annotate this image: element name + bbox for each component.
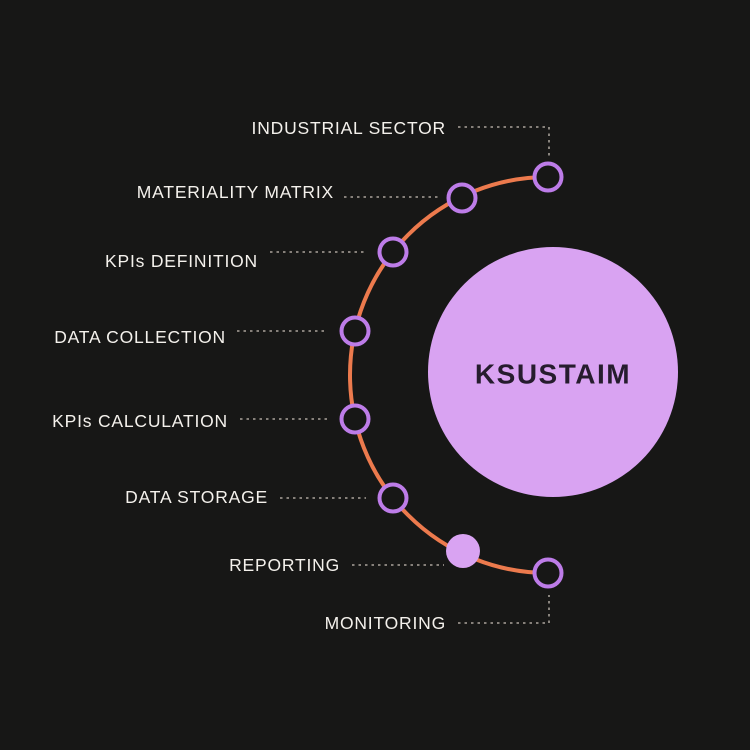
connector-monitoring [458,595,550,624]
label-materiality-matrix: MATERIALITY MATRIX [137,182,334,202]
label-data-collection: DATA COLLECTION [54,327,226,347]
label-monitoring: MONITORING [325,613,446,633]
connector-industrial-sector [458,126,550,158]
hub-title: KSUSTAIM [475,359,631,390]
node-kpis-definition [377,236,409,268]
node-kpis-calculation [339,403,371,435]
node-reporting-active [446,534,480,568]
node-data-collection [339,315,371,347]
label-kpis-calculation: KPIs CALCULATION [52,411,228,431]
label-kpis-definition: KPIs DEFINITION [105,251,258,271]
node-monitoring [532,557,564,589]
label-reporting: REPORTING [229,555,340,575]
node-materiality-matrix [446,182,478,214]
label-data-storage: DATA STORAGE [125,487,268,507]
hub-circle [428,247,678,497]
label-industrial-sector: INDUSTRIAL SECTOR [252,118,446,138]
node-data-storage [377,482,409,514]
node-industrial-sector [532,161,564,193]
